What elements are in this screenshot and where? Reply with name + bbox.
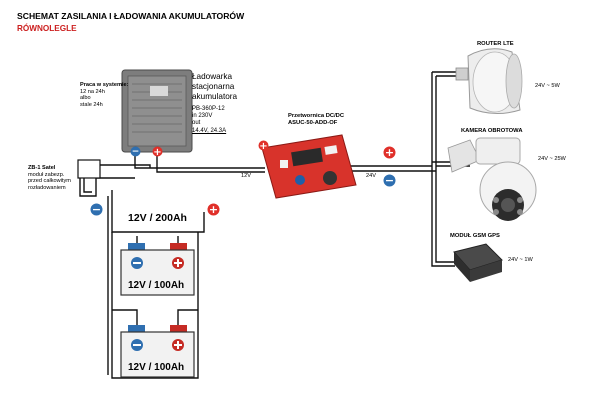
work-note-line: stale 24h — [80, 102, 103, 109]
device-power-router: 24V ~ 5W — [535, 83, 560, 89]
protection-module-line: rozładowaniem — [28, 185, 66, 192]
plus-sign: + — [385, 146, 394, 159]
minus-sign: − — [132, 147, 140, 157]
protection-module-box — [77, 159, 101, 179]
router-lte-icon — [455, 48, 523, 114]
wire-batt2-neg — [112, 309, 138, 330]
dc-dc-converter-board-icon — [261, 134, 357, 199]
charger-title-line: akumulatora — [192, 91, 238, 101]
work-note-line: albo — [80, 95, 91, 102]
charger-details: PB-360P-12 in 230V out 14.4V, 24.3A — [192, 106, 226, 135]
plus-sign: + — [209, 203, 218, 216]
gsm-gps-module-icon — [453, 243, 503, 282]
protection-module-title: ZB-1 Satel — [28, 165, 56, 171]
page-subtitle: RÓWNOLEGLE — [17, 24, 77, 33]
wire-devices-bus-a — [431, 72, 455, 267]
wire-bank-top — [111, 190, 205, 233]
battery-bank-label: 12V / 200Ah — [128, 212, 187, 224]
plus-marker-converter-in: + — [258, 140, 269, 151]
protection-module-label: ZB-1 Satel moduł zabezp. przed całkowity… — [28, 165, 71, 192]
wire-protection-loop-a — [79, 165, 135, 197]
plus-marker-bank: + — [207, 203, 220, 216]
charger-label: Ładowarka stacjonarna akumulatora — [192, 72, 237, 102]
minus-marker-bank: − — [90, 203, 103, 216]
ptz-camera-icon — [447, 137, 537, 221]
converter-label: Przetwornica DC/DC ASUC-50-ADD-OF — [288, 113, 344, 127]
protection-module-line: przed całkowitym — [28, 178, 71, 185]
converter-title: Przetwornica DC/DC — [288, 113, 345, 119]
work-note-line: 12 na 24h — [80, 88, 105, 95]
charger-detail-line: 14.4V, 24.3A — [192, 127, 227, 134]
battery-2-label: 12V / 100Ah — [128, 362, 185, 373]
wire-bank-left — [111, 232, 199, 379]
charger-detail-line: out — [192, 120, 201, 127]
minus-marker-converter-out: − — [383, 174, 396, 187]
wire-devices-bus-b — [435, 76, 455, 263]
device-name-gsm: MODUŁ GSM GPS — [450, 233, 500, 239]
voltage-input-label: 12V — [241, 173, 251, 179]
voltage-output-label: 24V — [366, 173, 376, 179]
protection-module-line: moduł zabezp. — [28, 171, 65, 178]
plus-sign: + — [153, 147, 161, 157]
charger-detail-line: PB-360P-12 — [192, 106, 225, 112]
page-title: SCHEMAT ZASILANIA I ŁADOWANIA AKUMULATOR… — [17, 11, 245, 21]
device-power-gsm: 24V ~ 1W — [508, 257, 533, 263]
wire-batt2-pos — [177, 309, 198, 330]
converter-model: ASUC-50-ADD-OF — [288, 119, 338, 126]
battery-1-icon — [120, 243, 195, 296]
charger-title-line: Ładowarka — [192, 72, 233, 81]
charger-detail-line: in 230V — [192, 113, 213, 120]
plus-marker-charger: + — [152, 146, 163, 157]
plus-marker-converter-out: + — [383, 146, 396, 159]
work-note: Praca w systemie: 12 na 24h albo stale 2… — [80, 82, 129, 109]
battery-2-icon — [120, 325, 195, 378]
wire-charger-to-converter-minus — [156, 154, 265, 173]
minus-sign: − — [385, 174, 394, 187]
wire-charger-to-converter-plus — [134, 154, 265, 169]
device-name-camera: KAMERA OBROTOWA — [461, 128, 523, 134]
minus-marker-charger: − — [130, 146, 141, 157]
battery-1-label: 12V / 100Ah — [128, 280, 185, 291]
work-note-heading: Praca w systemie: — [80, 82, 129, 88]
minus-sign: − — [92, 203, 101, 216]
plus-sign: + — [259, 141, 267, 151]
wire-protection-top — [80, 164, 151, 168]
device-power-camera: 24V ~ 25W — [538, 156, 566, 162]
device-name-router: ROUTER LTE — [477, 41, 514, 47]
charger-title-line: stacjonarna — [192, 81, 235, 91]
charger-image-icon — [121, 69, 193, 153]
